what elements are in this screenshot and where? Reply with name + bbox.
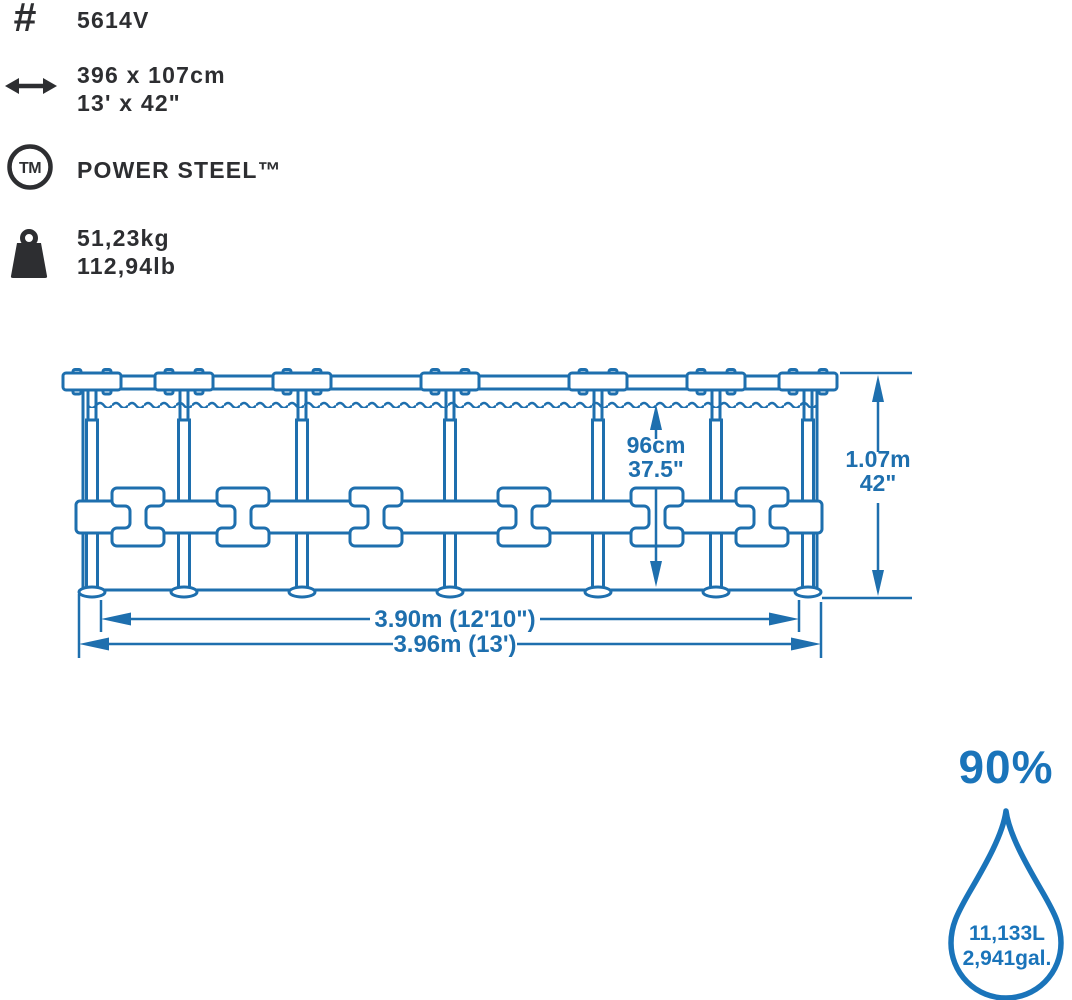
water-line bbox=[88, 400, 816, 408]
wall-height-metric: 1.07m bbox=[845, 446, 910, 472]
capacity-block: 11,133L 2,941gal. bbox=[940, 804, 1072, 1000]
weight-imperial: 112,94lb bbox=[77, 253, 177, 279]
series-name: POWER STEEL™ bbox=[77, 157, 282, 183]
capacity-gallons: 2,941gal. bbox=[963, 947, 1052, 970]
dimension-water-diameter: 3.90m (12'10") bbox=[99, 600, 801, 633]
svg-text:TM: TM bbox=[19, 160, 41, 177]
water-depth-metric: 96cm bbox=[627, 432, 686, 458]
dimension-outer-diameter: 3.96m (13') bbox=[77, 594, 823, 658]
trademark-icon: TM bbox=[7, 144, 53, 190]
wall-height-imperial: 42" bbox=[860, 470, 897, 496]
water-drop-icon: 11,133L 2,941gal. bbox=[948, 808, 1064, 1000]
weight-icon bbox=[10, 229, 48, 278]
fill-percent-label: 90% bbox=[958, 741, 1054, 793]
size-imperial: 13' x 42" bbox=[77, 90, 181, 116]
pool-frame bbox=[61, 368, 839, 599]
hash-icon: # bbox=[13, 0, 36, 40]
pool-legs bbox=[85, 388, 815, 592]
dimension-wall-height: 1.07m 42" bbox=[822, 371, 912, 600]
capacity-liters: 11,133L bbox=[969, 922, 1045, 945]
pool-feet bbox=[77, 585, 823, 599]
water-diameter-label: 3.90m (12'10") bbox=[374, 606, 535, 633]
size-metric: 396 x 107cm bbox=[77, 62, 226, 88]
dimension-water-depth: 96cm 37.5" bbox=[627, 404, 686, 587]
middle-band bbox=[74, 499, 824, 535]
outer-diameter-label: 3.96m (13') bbox=[393, 631, 516, 658]
pool-dimensions-diagram: 96cm 37.5" 1.07m 42" bbox=[61, 368, 912, 658]
water-depth-imperial: 37.5" bbox=[628, 456, 684, 482]
weight-metric: 51,23kg bbox=[77, 225, 170, 251]
rail-connectors bbox=[61, 368, 839, 396]
model-number: 5614V bbox=[77, 7, 150, 33]
width-arrow-icon bbox=[5, 78, 57, 94]
